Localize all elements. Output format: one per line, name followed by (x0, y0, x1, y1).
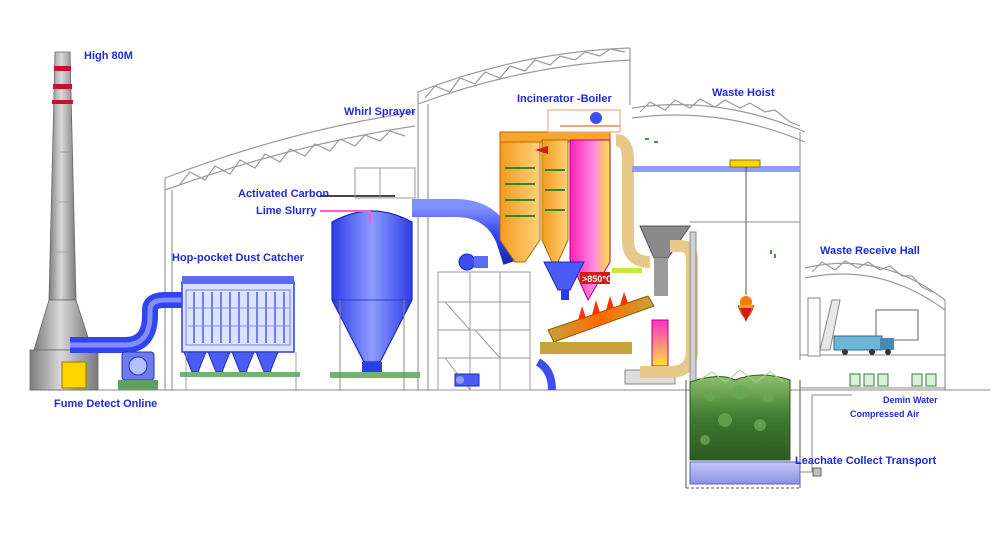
incinerator-boiler (499, 109, 676, 391)
leachate-label: Leachate Collect Transport (795, 455, 937, 467)
activated-carbon-label: Activated Carbon (238, 188, 330, 200)
whirl-sprayer-tower (320, 167, 420, 390)
demin-water-label: Demin Water (883, 395, 938, 405)
waste-receive-hall-label: Waste Receive Hall (820, 245, 920, 257)
id-fan (118, 351, 158, 390)
roof-trusses (164, 47, 946, 390)
waste-bunker (632, 159, 852, 489)
blower-fan (458, 253, 488, 271)
lime-bar (612, 268, 642, 273)
whirl-sprayer-label: Whirl Sprayer (344, 106, 416, 118)
garbage-truck (833, 309, 919, 355)
bird-marks (645, 138, 776, 258)
boiler-structure (437, 271, 531, 391)
dust-catcher (180, 276, 300, 390)
fume-detect-label: Fume Detect Online (54, 398, 158, 410)
dust-catcher-label: Hop-pocket Dust Catcher (172, 252, 305, 264)
utility-boxes (849, 373, 937, 387)
temperature-label: >850°C (582, 274, 613, 284)
pump-unit (454, 373, 480, 387)
compressed-air-label: Compressed Air (850, 409, 920, 419)
chimney-stack (29, 51, 99, 391)
stack-inlet-duct (70, 310, 158, 353)
incinerator-boiler-label: Incinerator -Boiler (517, 93, 612, 105)
fan-to-catcher-duct (142, 292, 185, 311)
boiler-to-sprayer-duct (412, 199, 521, 265)
feed-hopper (639, 225, 691, 296)
stack-height-label: High 80M (84, 50, 133, 62)
grab-bucket (737, 296, 755, 322)
steam-drum (547, 109, 621, 133)
waste-receive-hall (800, 297, 945, 389)
waste-hoist-label: Waste Hoist (712, 87, 775, 99)
lime-slurry-label: Lime Slurry (256, 205, 317, 217)
